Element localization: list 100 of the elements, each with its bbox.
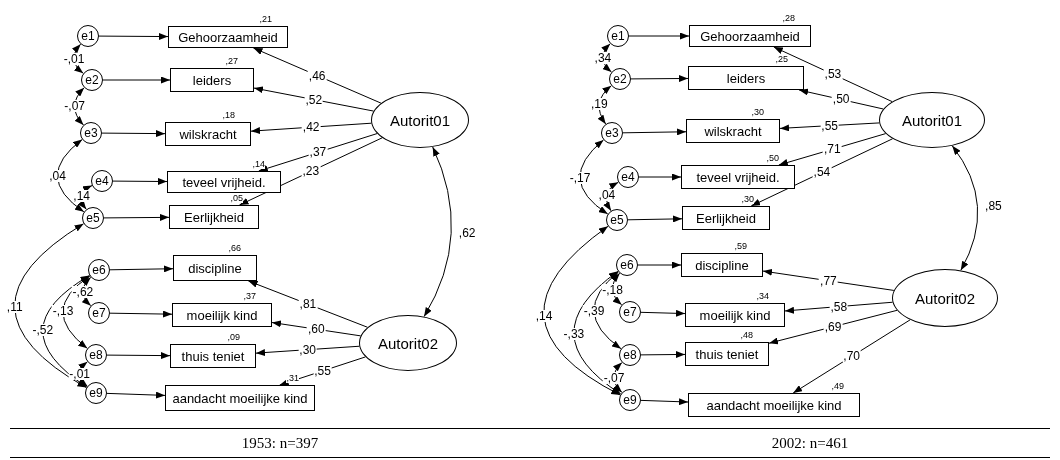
r-squared-value: ,09 <box>227 333 240 342</box>
r-squared-value: ,28 <box>782 14 795 23</box>
edge-label: -,52 <box>31 324 55 337</box>
r-squared-value: ,27 <box>225 57 238 66</box>
arrow <box>637 261 682 269</box>
variable-box: discipline <box>173 255 257 281</box>
edge-label: ,58 <box>829 300 849 313</box>
arrow <box>102 76 171 84</box>
edge-label: ,23 <box>301 165 321 178</box>
covariance-arc <box>78 185 93 210</box>
edge-label: ,34 <box>593 52 613 65</box>
r-squared-value: ,50 <box>766 154 779 163</box>
variable-box: wilskracht <box>165 122 251 146</box>
edge-label: ,14 <box>534 309 554 322</box>
variable-box: leiders <box>688 66 804 90</box>
edge-label: ,46 <box>307 69 327 82</box>
edge-label: ,19 <box>590 97 609 110</box>
edge-label: -,62 <box>71 285 95 298</box>
variable-box: aandacht moeilijke kind <box>165 385 315 411</box>
edge-label: ,55 <box>820 119 839 132</box>
variable-box: Eerlijkheid <box>682 206 770 230</box>
edge-label: ,04 <box>597 188 617 201</box>
r-squared-value: ,48 <box>740 331 753 340</box>
edge-label: -,07 <box>602 371 626 384</box>
arrow <box>101 130 166 138</box>
edge-label: ,50 <box>831 93 851 106</box>
edge-label: ,77 <box>819 274 838 287</box>
latent-ellipse: Autorit02 <box>359 315 457 371</box>
variable-box: teveel vrijheid. <box>681 165 795 189</box>
covariance-arc <box>543 225 621 396</box>
covariance-arc <box>78 361 88 387</box>
edge-label: ,53 <box>823 68 843 81</box>
variable-box: Eerlijkheid <box>169 205 259 229</box>
r-squared-value: ,18 <box>222 111 235 120</box>
edge-label: ,42 <box>301 121 321 134</box>
edge-label: -,07 <box>63 100 86 113</box>
r-squared-value: ,05 <box>230 194 243 203</box>
arrow <box>98 33 169 40</box>
covariance-arc <box>57 139 85 213</box>
arrow <box>640 398 689 406</box>
edge-label: ,60 <box>306 323 326 336</box>
variable-box: moeilijk kind <box>685 303 785 327</box>
arrow <box>762 268 895 291</box>
r-squared-value: ,37 <box>243 292 256 301</box>
variable-box: Gehoorzaamheid <box>689 25 811 47</box>
r-squared-value: ,66 <box>228 244 241 253</box>
variable-box: thuis teniet <box>170 344 256 368</box>
edge-label: -,33 <box>562 327 586 340</box>
r-squared-value: ,21 <box>259 15 272 24</box>
arrow <box>628 32 690 40</box>
edge-label: -,18 <box>601 283 624 296</box>
edge-label: ,37 <box>308 146 328 159</box>
edge-label: ,54 <box>812 166 832 179</box>
edge-label: ,62 <box>457 227 477 240</box>
edge-label: -,17 <box>568 172 592 185</box>
arrow <box>750 138 894 207</box>
edge-label: ,85 <box>984 200 1003 213</box>
edge-label: ,30 <box>298 343 317 356</box>
arrow <box>255 345 360 357</box>
covariance-arc <box>72 43 84 74</box>
arrow <box>112 177 168 185</box>
r-squared-value: ,30 <box>751 108 764 117</box>
arrow <box>630 75 689 83</box>
arrow <box>106 391 166 399</box>
arrow <box>640 351 686 359</box>
arrow <box>109 265 174 273</box>
arrow <box>109 310 173 318</box>
edge-label: -,13 <box>51 305 75 318</box>
edge-label: -,01 <box>62 53 86 66</box>
sample-caption: 1953: n=397 <box>241 435 319 451</box>
r-squared-value: ,59 <box>734 242 747 251</box>
sample-caption: 2002: n=461 <box>771 435 849 451</box>
r-squared-value: ,34 <box>756 292 769 301</box>
variable-box: teveel vrijheid. <box>167 171 281 193</box>
arrow <box>622 128 687 136</box>
variable-box: aandacht moeilijke kind <box>688 393 860 417</box>
covariance-arc <box>613 362 623 393</box>
edge-label: -,39 <box>582 305 606 318</box>
variable-box: discipline <box>681 253 763 277</box>
arrow <box>792 319 911 394</box>
edge-label: ,14 <box>72 189 91 202</box>
arrow <box>798 88 884 110</box>
covariance-arc <box>74 87 85 126</box>
r-squared-value: ,31 <box>286 374 299 383</box>
r-squared-value: ,14 <box>252 160 265 169</box>
edge-label: ,04 <box>48 170 67 183</box>
covariance-arc <box>593 271 622 350</box>
latent-ellipse: Autorit02 <box>892 269 998 327</box>
arrow <box>250 122 372 135</box>
arrow <box>638 173 682 181</box>
arrow <box>773 46 893 103</box>
covariance-arc <box>14 223 87 389</box>
arrow <box>778 133 887 166</box>
edge-label: ,11 <box>5 300 24 313</box>
variable-box: wilskracht <box>686 119 780 143</box>
edge-label: ,71 <box>822 143 842 156</box>
r-squared-value: ,49 <box>831 382 844 391</box>
latent-ellipse: Autorit01 <box>879 92 985 148</box>
arrow <box>106 352 171 360</box>
covariance-arc <box>62 275 91 349</box>
